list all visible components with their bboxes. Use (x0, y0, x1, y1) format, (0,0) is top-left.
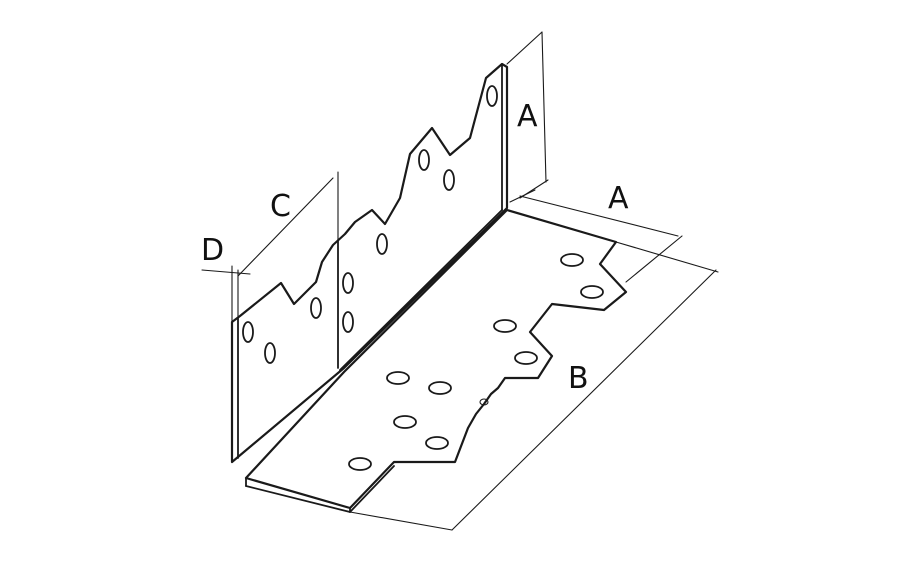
dim-a-vertical-line (541, 31, 547, 183)
label-c: C (270, 189, 291, 224)
hole (486, 85, 498, 107)
horizontal-plate-holes (348, 253, 604, 471)
hole (386, 371, 410, 385)
dimension-labels: A A B C D (201, 99, 629, 396)
hole (264, 342, 276, 364)
hole (393, 415, 417, 429)
dim-b-ext-top (615, 241, 719, 273)
label-a-horizontal: A (608, 181, 629, 216)
vertical-plate-outline (230, 62, 509, 464)
horizontal-plate-side-thickness (349, 465, 395, 513)
horizontal-plate (244, 208, 628, 513)
fold-line-inner (339, 209, 503, 371)
dim-d-line (201, 269, 251, 275)
vertical-plate-holes (242, 85, 498, 364)
horizontal-plate-front-edge (245, 485, 351, 513)
label-d: D (201, 233, 224, 268)
dim-a-horizontal-ext-left (509, 189, 536, 203)
label-b: B (568, 361, 589, 396)
dim-a-horizontal-ext-right (625, 235, 683, 283)
hole (310, 297, 322, 319)
dim-b-line (451, 269, 717, 531)
hole (514, 351, 538, 365)
hole (342, 311, 354, 333)
hole (348, 457, 372, 471)
label-a-vertical: A (517, 99, 538, 134)
dim-b-ext-bottom (349, 511, 453, 531)
dimension-lines (201, 31, 719, 531)
hole (418, 149, 430, 171)
horizontal-plate-outline (244, 208, 628, 510)
hole (242, 321, 254, 343)
dim-a-horizontal-line (519, 195, 679, 237)
hole (479, 398, 489, 406)
hole (428, 381, 452, 395)
hole (425, 436, 449, 450)
hole (376, 233, 388, 255)
hole (580, 285, 604, 299)
hole (342, 272, 354, 294)
dim-c-line (237, 177, 334, 277)
hole (493, 319, 517, 333)
hole (443, 169, 455, 191)
hole (560, 253, 584, 267)
dim-a-vertical-ext-top (506, 31, 543, 65)
